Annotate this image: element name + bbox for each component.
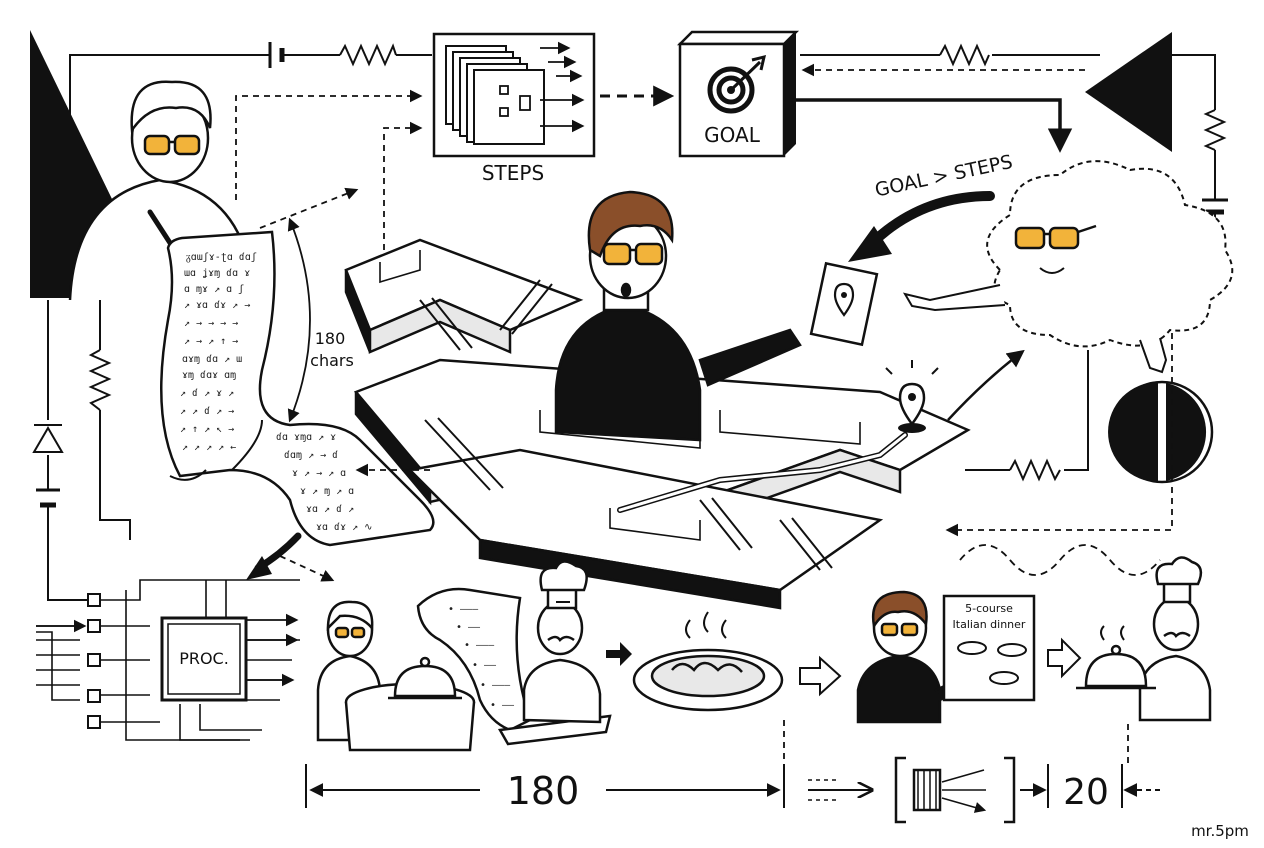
- half-circle-icon: [1108, 380, 1214, 484]
- scroll-to-processor-arrowhead: [246, 556, 272, 580]
- resistor-icon: [939, 43, 990, 67]
- resistor-icon: [88, 349, 112, 411]
- svg-text:↗ ↗ ɗ ↗ →: ↗ ↗ ɗ ↗ →: [180, 406, 234, 417]
- svg-text:ɤ ↗ ɱ ↗ ɑ: ɤ ↗ ɱ ↗ ɑ: [300, 486, 354, 497]
- length-180-bar: [305, 764, 785, 808]
- processor-to-restaurant-link: [279, 555, 335, 582]
- steps-label: STEPS: [482, 161, 544, 185]
- plate-to-person-arrow: [799, 655, 842, 697]
- svg-text:ɯɑ ʝɤɱ ɗɑ ɤ: ɯɑ ʝɤɱ ɗɑ ɤ: [184, 268, 250, 279]
- svg-text:• ——: • ——: [456, 622, 481, 633]
- svg-text:↗ ɤɑ ɗɤ ↗ →: ↗ ɤɑ ɗɤ ↗ →: [184, 300, 250, 311]
- chars-unit-label: chars: [310, 351, 354, 370]
- chef-right: [1138, 556, 1212, 722]
- svg-text:ɑɤɱ ɗɑ ↗ ɯ: ɑɤɱ ɗɑ ↗ ɯ: [182, 354, 242, 365]
- goal-gt-steps-arrowhead: [848, 226, 892, 262]
- cloud-character-icon: [902, 160, 1234, 374]
- svg-text:↗ ɗ ↗ ɤ ↗: ↗ ɗ ↗ ɤ ↗: [180, 388, 234, 399]
- diode-icon: [32, 424, 64, 453]
- scroll-to-map-link: [259, 187, 359, 229]
- location-card: [809, 261, 879, 347]
- svg-text:• ——: • ——: [490, 700, 515, 711]
- menu-to-chef-arrow: [1047, 637, 1082, 679]
- sunglasses-icon: [602, 242, 664, 266]
- svg-text:• ———: • ———: [464, 640, 495, 651]
- map-to-steps-link: [383, 121, 423, 250]
- svg-text:• ———: • ———: [480, 680, 511, 691]
- svg-text:ɤ ↗ → ↗ ɑ: ɤ ↗ → ↗ ɑ: [292, 468, 346, 479]
- svg-text:↗ → ↗ ↑ →: ↗ → ↗ ↑ →: [184, 336, 238, 347]
- battery-icon: [36, 488, 60, 508]
- svg-text:ɗɑɱ ↗ → ɗ: ɗɑɱ ↗ → ɗ: [284, 450, 338, 461]
- chef-left: [522, 560, 602, 724]
- length-short-label: 20: [1063, 772, 1109, 813]
- compressor-icon: [894, 756, 1016, 824]
- resistor-icon: [1203, 109, 1227, 151]
- svg-text:• ——: • ——: [472, 660, 497, 671]
- svg-text:↗ ↗ ↗ ↗ ←: ↗ ↗ ↗ ↗ ←: [182, 442, 236, 453]
- escalator-icon: [419, 279, 833, 571]
- svg-text:ɤɑ ɗɤ ↗ ∿: ɤɑ ɗɤ ↗ ∿: [316, 522, 373, 533]
- menu-line-2: Italian dinner: [953, 618, 1026, 631]
- scroll-text-lines: ᵹɑɯʃɤ-ʈɑ ɗɑʃ ɯɑ ʝɤɱ ɗɑ ɤ ɑ ɱɤ ↗ ɑ ʃ ↗ ɤɑ…: [180, 252, 373, 533]
- svg-text:ɑ ɱɤ ↗ ɑ ʃ: ɑ ɱɤ ↗ ɑ ʃ: [184, 284, 244, 295]
- menu-line-1: 5-course: [965, 602, 1013, 615]
- processor-chip-icon: [36, 579, 300, 741]
- central-person: [554, 190, 802, 442]
- right-black-triangle: [1085, 32, 1172, 152]
- battery-icon: [1202, 198, 1228, 215]
- steps-box: [432, 32, 596, 158]
- battery-icon: [268, 42, 285, 68]
- svg-text:ɗɑ ɤɱɑ ↗ ɤ: ɗɑ ɤɱɑ ↗ ɤ: [276, 432, 336, 443]
- chef-to-plate-arrow: [606, 642, 632, 666]
- goal-gt-steps-arrow: [865, 191, 995, 250]
- recipe-scroll-lines: • ——— • —— • ——— • —— • ——— • ——: [448, 604, 515, 711]
- target-icon: [707, 54, 767, 114]
- map-route-path-inner: [618, 433, 907, 512]
- chars-bracket: [287, 217, 311, 423]
- signature: mr.5pm: [1191, 822, 1249, 840]
- pin-to-cloud-arrow: [947, 349, 1025, 421]
- scroll-to-steps-link: [235, 89, 423, 200]
- serving-cloche-icon: [388, 656, 462, 700]
- svg-text:↗ ↑ ↗ ↖ →: ↗ ↑ ↗ ↖ →: [180, 424, 234, 435]
- svg-text:ɤɑ ↗ ɗ ↗: ɤɑ ↗ ɗ ↗: [306, 504, 354, 515]
- serving-cloche-icon: [1076, 625, 1156, 690]
- svg-text:ɤɱ ɗɑɤ ɑɱ: ɤɱ ɗɑɤ ɑɱ: [182, 370, 236, 381]
- circuit-wires: [47, 54, 1216, 601]
- chars-count-label: 180: [315, 329, 346, 348]
- goal-label: GOAL: [704, 123, 761, 147]
- menu-person: [856, 590, 972, 724]
- svg-text:ᵹɑɯʃɤ-ʈɑ ɗɑʃ: ᵹɑɯʃɤ-ʈɑ ɗɑʃ: [186, 252, 257, 263]
- length-20-bar: [1020, 764, 1160, 808]
- right-dashed-wire: [945, 300, 1173, 537]
- svg-text:• ———: • ———: [448, 604, 479, 615]
- resistor-icon: [339, 43, 397, 67]
- processor-label: PROC.: [179, 649, 229, 668]
- menu-card: [942, 594, 1036, 702]
- length-long-label: 180: [507, 769, 580, 813]
- resistor-icon: [1009, 458, 1061, 482]
- sunglasses-icon: [143, 134, 201, 156]
- wave-line: [959, 544, 1161, 576]
- goal-to-map-arrow: [790, 98, 1073, 153]
- map-pin-icon: [885, 360, 939, 433]
- svg-text:↗ → → → →: ↗ → → → →: [184, 318, 238, 329]
- compress-dashes: [808, 779, 840, 801]
- pen-icon: [147, 209, 175, 249]
- plated-dish: [632, 611, 784, 712]
